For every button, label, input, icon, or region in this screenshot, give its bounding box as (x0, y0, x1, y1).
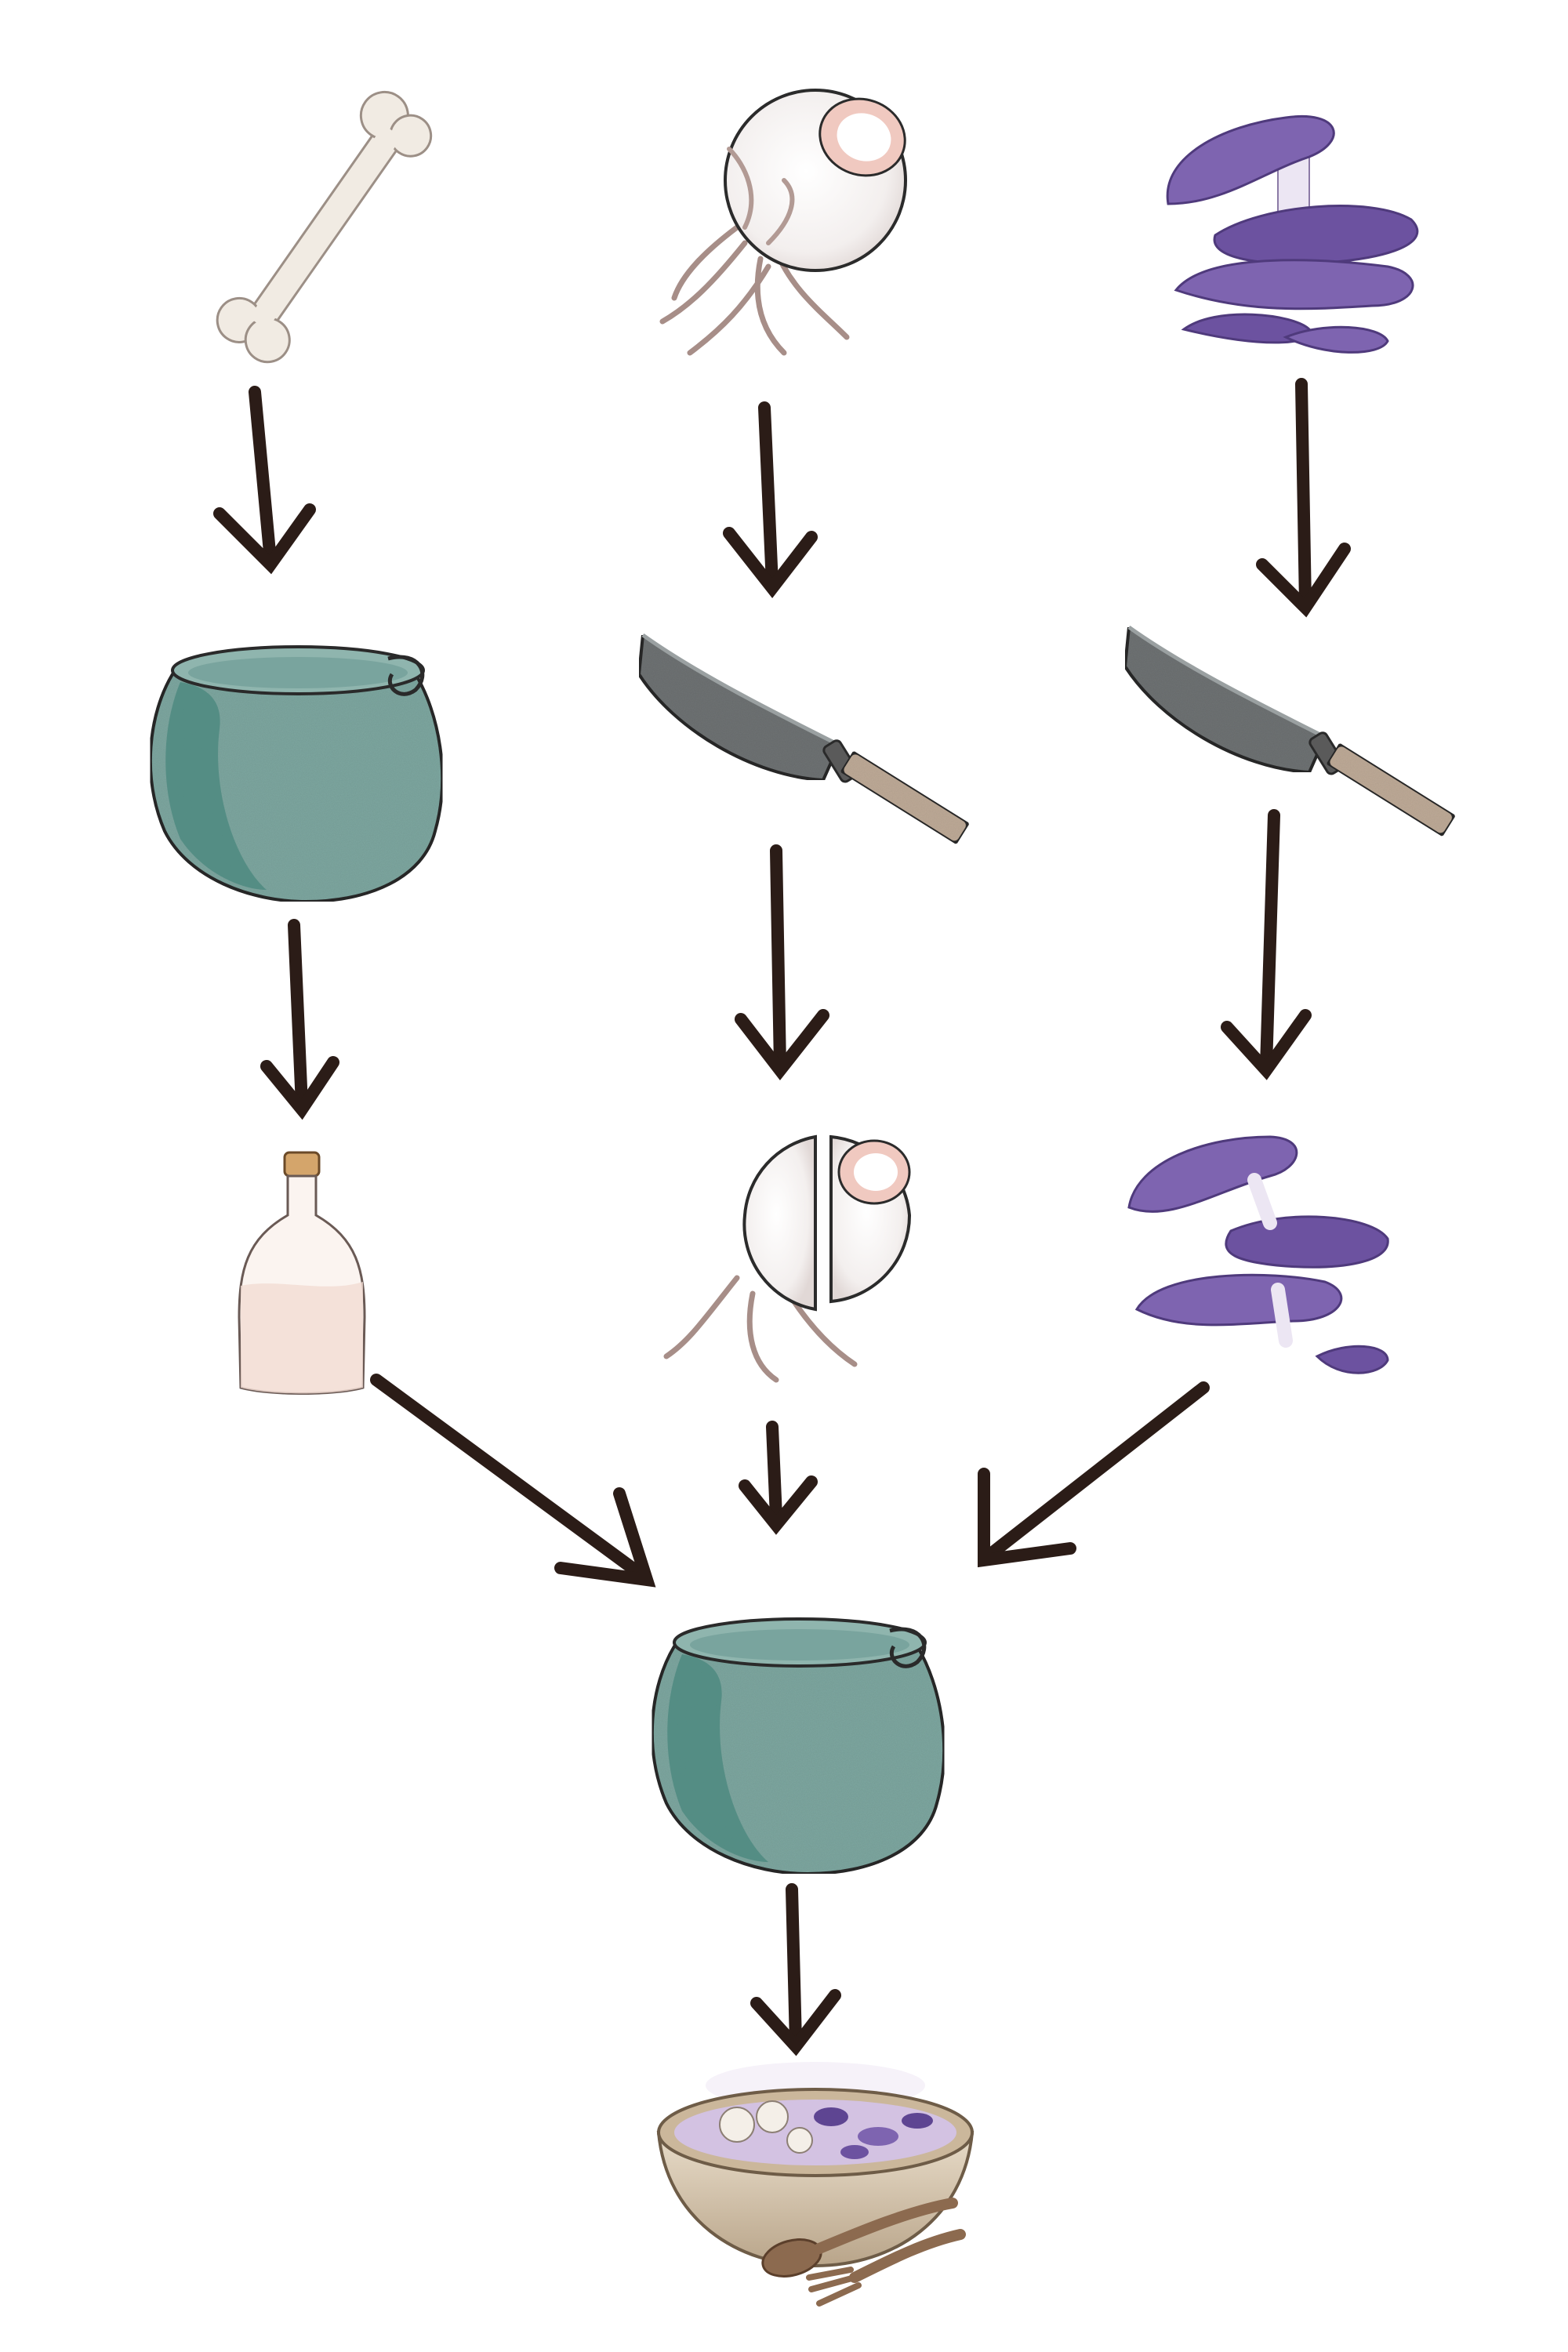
arrow-pot-to-soup-bowl (750, 1883, 841, 2056)
wooden-fork-icon (806, 2229, 966, 2307)
arrow-pot-to-broth (260, 919, 339, 1120)
pot-icon (652, 1619, 944, 1874)
knife-icon (1125, 627, 1456, 837)
arrow-knife-to-sliced-mushroom (1221, 809, 1312, 1080)
arrow-sliced-eyeball-to-pot (739, 1421, 818, 1535)
arrow-bone-to-pot (213, 386, 316, 575)
bone-icon (216, 90, 433, 364)
purple-oyster-mushroom-icon (1166, 115, 1419, 354)
knife-icon (639, 635, 970, 844)
arrow-sliced-mushroom-to-pot (978, 1381, 1210, 1568)
soup-bowl-icon (656, 2062, 975, 2268)
sliced-purple-mushroom-icon (1127, 1135, 1389, 1374)
sliced-eyeball-icon (663, 1134, 912, 1383)
eyeball-icon (659, 89, 907, 356)
pot-icon (151, 647, 442, 902)
arrow-broth-to-pot (370, 1374, 656, 1588)
arrow-eyeball-to-knife (723, 401, 818, 599)
arrow-mushroom-to-knife (1256, 378, 1351, 618)
broth-bottle-icon (238, 1151, 366, 1395)
arrow-knife-to-sliced-eyeball (735, 844, 829, 1081)
wooden-spoon-icon (761, 2198, 958, 2278)
